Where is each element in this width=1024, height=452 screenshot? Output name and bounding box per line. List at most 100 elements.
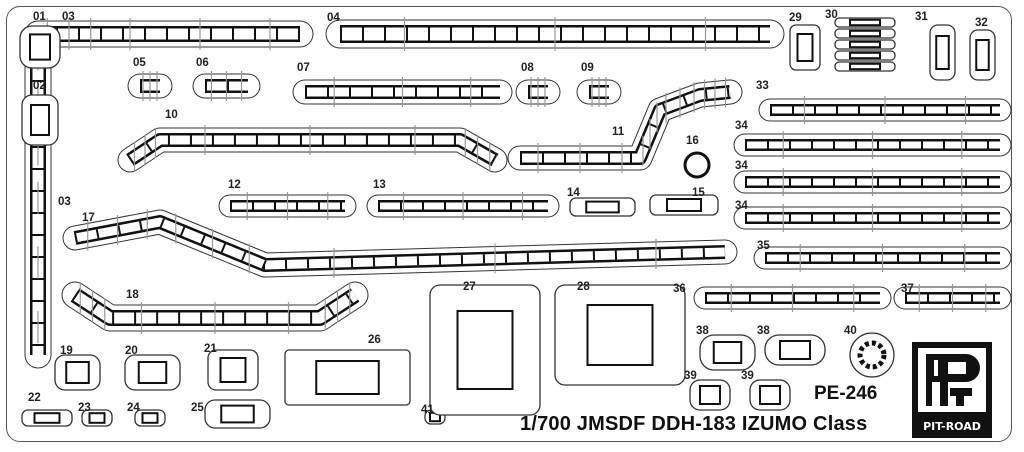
part-label: 37 — [901, 283, 914, 295]
part-27 — [429, 284, 541, 416]
part-label: 39 — [684, 370, 697, 382]
part-15 — [666, 198, 702, 212]
part-29 — [796, 33, 814, 62]
part-label: 33 — [756, 80, 769, 92]
part-39 — [749, 379, 791, 411]
part-label: 03 — [58, 196, 71, 208]
part-23 — [88, 412, 106, 424]
part-25 — [220, 404, 255, 424]
part-30 — [849, 29, 881, 38]
part-31 — [935, 35, 950, 70]
part-label: 39 — [741, 370, 754, 382]
part-label: 35 — [757, 240, 770, 252]
part-30 — [849, 40, 881, 49]
part-label: 36 — [673, 283, 686, 295]
part-25 — [204, 399, 271, 429]
part-28 — [554, 284, 686, 386]
part-label: 32 — [975, 17, 988, 29]
part-label: 27 — [463, 281, 476, 293]
part-31 — [929, 24, 956, 81]
part-label: 12 — [228, 179, 241, 191]
part-label: 04 — [327, 12, 340, 24]
part-19 — [54, 354, 101, 391]
part-30 — [849, 18, 881, 27]
part-39 — [759, 385, 781, 405]
part-label: 41 — [421, 404, 434, 416]
part-24 — [141, 412, 159, 424]
part-22 — [33, 412, 61, 424]
part-label: 06 — [196, 57, 209, 69]
part-40 — [849, 332, 895, 378]
part-label: 09 — [581, 62, 594, 74]
part-38 — [764, 334, 826, 366]
part-28 — [586, 304, 654, 366]
part-label: 25 — [191, 402, 204, 414]
logo-pt-icon — [926, 354, 980, 406]
part-26 — [315, 360, 380, 395]
part-label: 38 — [757, 325, 770, 337]
ladder-11 — [520, 87, 731, 163]
part-02 — [21, 94, 59, 146]
part-20 — [137, 361, 168, 384]
part-label: 34 — [735, 160, 748, 172]
part-label: 38 — [696, 325, 709, 337]
product-code: PE-246 — [814, 383, 878, 404]
part-21 — [207, 349, 259, 391]
part-40 — [857, 340, 887, 370]
part-label: 08 — [521, 62, 534, 74]
part-label: 30 — [825, 9, 838, 21]
part-label: 02 — [33, 80, 46, 92]
part-label: 21 — [204, 343, 217, 355]
part-label: 16 — [686, 135, 699, 147]
part-label: 11 — [612, 126, 625, 138]
sheet-title: 1/700 JMSDF DDH-183 IZUMO Class — [520, 413, 868, 435]
part-label: 03 — [62, 11, 75, 23]
part-label: 17 — [82, 212, 95, 224]
part-01 — [29, 33, 51, 61]
part-label: 13 — [373, 179, 386, 191]
part-label: 28 — [577, 281, 590, 293]
part-16 — [683, 151, 711, 179]
part-02 — [30, 104, 50, 136]
part-38 — [712, 341, 743, 364]
part-38 — [779, 340, 811, 360]
part-39 — [699, 385, 721, 405]
part-19 — [65, 361, 90, 384]
part-21 — [219, 357, 247, 383]
part-30 — [849, 62, 881, 71]
part-label: 29 — [789, 12, 802, 24]
part-label: 23 — [78, 402, 91, 414]
logo-mark — [918, 348, 986, 412]
logo-text: PIT-ROAD — [923, 420, 981, 433]
part-26 — [284, 349, 411, 406]
part-label: 15 — [692, 187, 705, 199]
part-01 — [19, 25, 61, 69]
part-32 — [975, 39, 990, 71]
part-label: 01 — [33, 11, 46, 23]
part-label: 34 — [735, 120, 748, 132]
part-label: 40 — [844, 325, 857, 337]
part-label: 05 — [133, 57, 146, 69]
part-29 — [789, 24, 821, 71]
part-14 — [585, 200, 620, 214]
part-label: 34 — [735, 200, 748, 212]
part-30 — [849, 51, 881, 60]
part-label: 20 — [125, 345, 138, 357]
part-label: 18 — [126, 289, 139, 301]
part-20 — [124, 354, 181, 391]
part-label: 10 — [165, 109, 178, 121]
part-27 — [456, 310, 514, 390]
part-39 — [689, 379, 731, 411]
part-label: 26 — [368, 334, 381, 346]
part-label: 19 — [60, 345, 73, 357]
part-label: 31 — [915, 11, 928, 23]
pit-road-logo: PIT-ROAD — [912, 342, 992, 438]
part-label: 07 — [297, 62, 310, 74]
part-label: 14 — [567, 187, 580, 199]
part-32 — [969, 29, 996, 81]
part-label: 22 — [28, 392, 41, 404]
part-label: 24 — [127, 402, 140, 414]
fret-frame — [6, 6, 1012, 442]
